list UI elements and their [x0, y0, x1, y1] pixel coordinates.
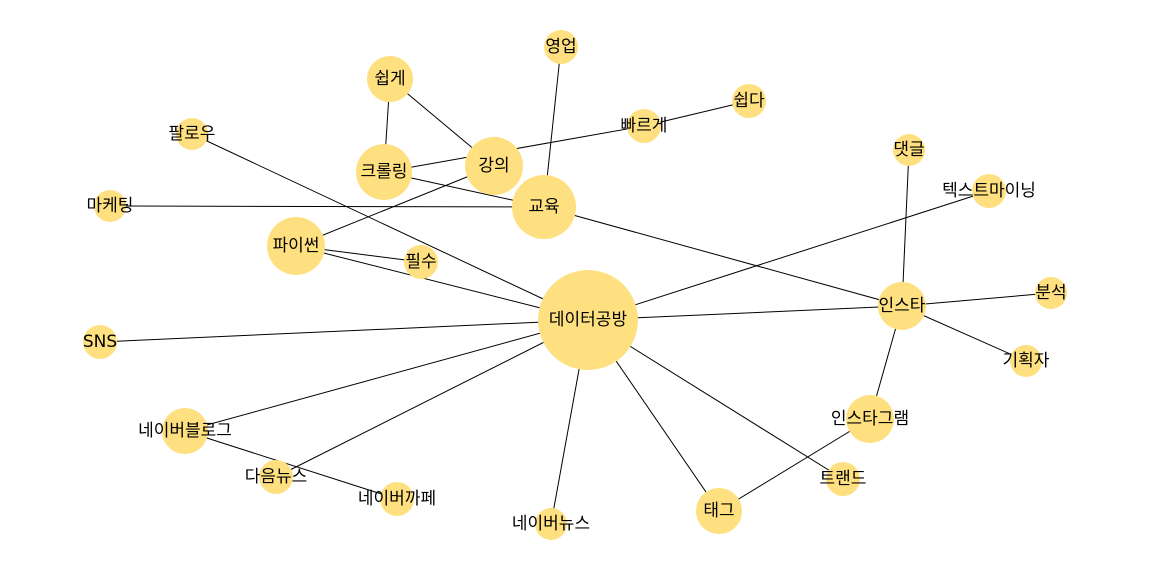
node-circle-navernews: [535, 508, 567, 540]
node-circle-follow: [176, 118, 208, 150]
node-daumnews: 다음뉴스: [245, 460, 308, 494]
node-circle-tag: [696, 488, 742, 534]
node-label-instagram: 인스타그램: [831, 409, 909, 429]
node-label-textmining: 텍스트마이닝: [942, 181, 1036, 201]
node-circle-crawling: [356, 144, 412, 200]
node-label-ppareuge: 빠르게: [621, 116, 668, 136]
node-swipda: 쉽다: [732, 84, 766, 118]
node-crawling: 크롤링: [356, 144, 412, 200]
node-label-swipda: 쉽다: [733, 91, 765, 111]
node-label-follow: 팔로우: [169, 124, 216, 144]
edge-comment-insta: [901, 149, 910, 307]
edge-gangui-python: [295, 165, 495, 247]
node-circle-swipge: [367, 56, 413, 102]
node-follow: 팔로우: [169, 118, 216, 150]
node-circle-trend: [826, 462, 860, 496]
node-circle-marketing: [94, 190, 126, 222]
node-label-planner: 기획자: [1003, 351, 1050, 371]
edge-marketing-gyoyuk: [109, 205, 545, 208]
node-circle-python: [267, 217, 325, 275]
node-label-comment: 댓글: [893, 140, 924, 160]
node-circle-bunseok: [1035, 277, 1067, 309]
edge-sns-data_gongbang: [99, 319, 589, 343]
node-label-python: 파이썬: [273, 236, 320, 256]
node-sns: SNS: [83, 325, 117, 359]
node-naverblog: 네이버블로그: [138, 408, 232, 454]
node-label-trend: 트랜드: [820, 469, 867, 489]
node-label-pilsu: 필수: [405, 252, 436, 272]
node-circle-insta: [878, 282, 926, 330]
node-circle-navercafe: [380, 482, 414, 516]
node-label-crawling: 크롤링: [361, 162, 408, 182]
edge-instagram-tag: [718, 418, 871, 512]
node-label-naverblog: 네이버블로그: [138, 421, 232, 441]
node-label-marketing: 마케팅: [87, 196, 134, 216]
node-circle-swipda: [732, 84, 766, 118]
edge-insta-bunseok: [901, 292, 1052, 307]
edge-ppareuge-swipda: [643, 100, 750, 127]
node-label-navercafe: 네이버까페: [358, 489, 436, 509]
node-label-tag: 태그: [703, 501, 734, 521]
edges-layer: [99, 46, 1052, 525]
node-insta: 인스타: [878, 282, 926, 330]
edge-data_gongbang-textmining: [587, 190, 990, 321]
edge-data_gongbang-trend: [587, 319, 844, 480]
node-textmining: 텍스트마이닝: [942, 174, 1036, 208]
node-youngup: 영업: [544, 30, 578, 64]
node-circle-comment: [893, 134, 925, 166]
node-label-navernews: 네이버뉴스: [512, 514, 590, 534]
node-circle-gyoyuk: [512, 175, 576, 239]
edge-naverblog-navercafe: [184, 430, 398, 500]
node-swipge: 쉽게: [367, 56, 413, 102]
node-circle-data_gongbang: [538, 270, 638, 370]
node-label-bunseok: 분석: [1035, 283, 1066, 303]
node-circle-daumnews: [259, 460, 293, 494]
node-gangui: 강의: [465, 137, 523, 195]
node-ppareuge: 빠르게: [621, 109, 668, 143]
node-circle-planner: [1010, 345, 1042, 377]
node-navercafe: 네이버까페: [358, 482, 436, 516]
node-marketing: 마케팅: [87, 190, 134, 222]
edge-gyoyuk-insta: [543, 206, 903, 307]
node-circle-youngup: [544, 30, 578, 64]
node-planner: 기획자: [1003, 345, 1050, 377]
node-label-daumnews: 다음뉴스: [245, 467, 308, 487]
node-circle-sns: [83, 325, 117, 359]
node-tag: 태그: [696, 488, 742, 534]
node-circle-pilsu: [404, 245, 438, 279]
node-comment: 댓글: [893, 134, 925, 166]
node-instagram: 인스타그램: [831, 395, 909, 443]
edge-follow-data_gongbang: [191, 133, 589, 321]
node-label-insta: 인스타: [879, 296, 926, 316]
node-label-sns: SNS: [83, 332, 117, 352]
node-pilsu: 필수: [404, 245, 438, 279]
node-circle-textmining: [972, 174, 1006, 208]
node-navernews: 네이버뉴스: [512, 508, 590, 540]
node-circle-naverblog: [162, 408, 208, 454]
node-data_gongbang: 데이터공방: [538, 270, 638, 370]
node-label-youngup: 영업: [545, 37, 576, 57]
node-label-gyoyuk: 교육: [528, 197, 559, 217]
node-circle-instagram: [846, 395, 894, 443]
node-label-swipge: 쉽게: [374, 69, 405, 89]
node-circle-ppareuge: [627, 109, 661, 143]
node-gyoyuk: 교육: [512, 175, 576, 239]
edge-python-data_gongbang: [295, 245, 589, 321]
node-circle-gangui: [465, 137, 523, 195]
node-bunseok: 분석: [1035, 277, 1067, 309]
node-trend: 트랜드: [820, 462, 867, 496]
edge-data_gongbang-daumnews: [275, 319, 589, 478]
node-label-data_gongbang: 데이터공방: [549, 310, 628, 330]
edge-data_gongbang-naverblog: [184, 319, 589, 432]
edge-data_gongbang-insta: [587, 305, 903, 321]
node-python: 파이썬: [267, 217, 325, 275]
node-label-gangui: 강의: [478, 156, 509, 176]
